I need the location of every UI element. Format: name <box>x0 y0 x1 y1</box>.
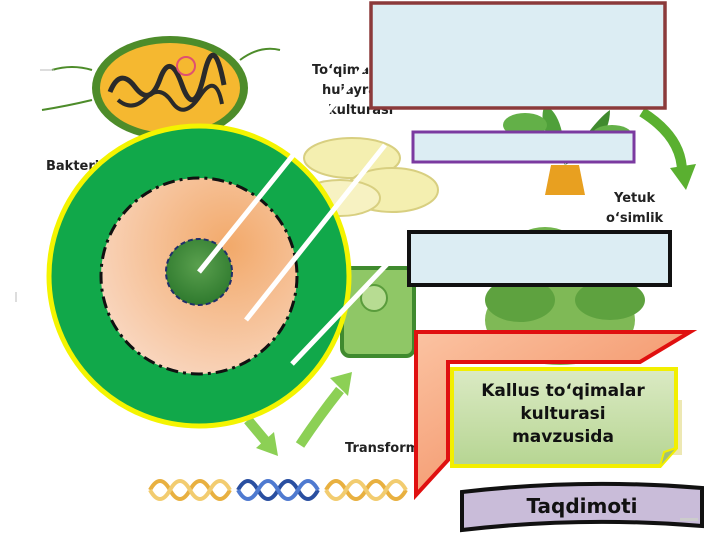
dna-strands-illustration <box>148 479 408 501</box>
subtitle-banner <box>460 481 704 533</box>
label-mature-plant-line1: Yetuk <box>613 191 656 206</box>
cycle-arrows <box>244 107 696 456</box>
bacterium-illustration <box>41 36 281 140</box>
arrow-frame-shape <box>414 330 698 501</box>
title-line-3: mavzusida <box>512 426 614 447</box>
label-tissue-culture-line2: hujayra <box>322 83 377 98</box>
presentation-subtitle: Taqdimoti <box>526 494 638 518</box>
title-line-2: kulturasi <box>520 403 606 424</box>
text-box-lower <box>407 230 672 287</box>
label-tissue-culture-line1: To‘qima <box>312 63 369 78</box>
title-line-1: Kallus to‘qimalar <box>481 380 645 401</box>
text-box-middle <box>411 130 636 164</box>
text-box-top <box>369 1 667 110</box>
concentric-cell-diagram <box>46 123 352 429</box>
presentation-title: Kallus to‘qimalar kulturasi mavzusida <box>452 369 674 459</box>
decor-bar <box>680 518 698 521</box>
plant-cell-illustration <box>340 266 416 358</box>
title-note <box>450 367 678 468</box>
label-mature-plant-line2: o‘simlik <box>606 211 664 226</box>
